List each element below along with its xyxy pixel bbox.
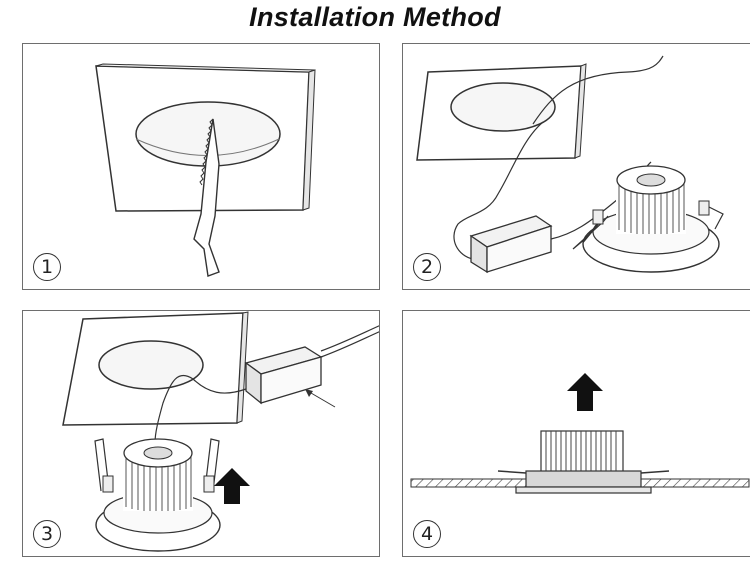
driver-box [244, 346, 323, 405]
page-title: Installation Method [249, 2, 501, 32]
step-panel-1: 1 [22, 43, 380, 290]
step-3-illustration [62, 311, 379, 552]
up-arrow-icon [567, 373, 603, 411]
step-panel-3: 3 [22, 310, 380, 557]
power-cable [532, 55, 664, 125]
downlight-lamp [94, 438, 221, 552]
step-panel-4: 4 [402, 310, 750, 557]
downlight-lamp [497, 430, 670, 494]
step-number-3: 3 [33, 520, 61, 548]
cut-hole [450, 82, 556, 132]
step-4-illustration [410, 373, 750, 494]
driver-box [469, 215, 553, 274]
step-number-4: 4 [413, 520, 441, 548]
cut-hole [98, 340, 204, 390]
power-cable [320, 325, 379, 352]
step-number-2: 2 [413, 253, 441, 281]
step-number-1: 1 [33, 253, 61, 281]
up-arrow-icon [214, 468, 250, 504]
step-1-illustration [95, 63, 316, 277]
downlight-lamp [572, 165, 724, 273]
step-2-illustration [416, 55, 724, 274]
step-panel-2: 2 [402, 43, 750, 290]
saw-icon [193, 118, 220, 277]
